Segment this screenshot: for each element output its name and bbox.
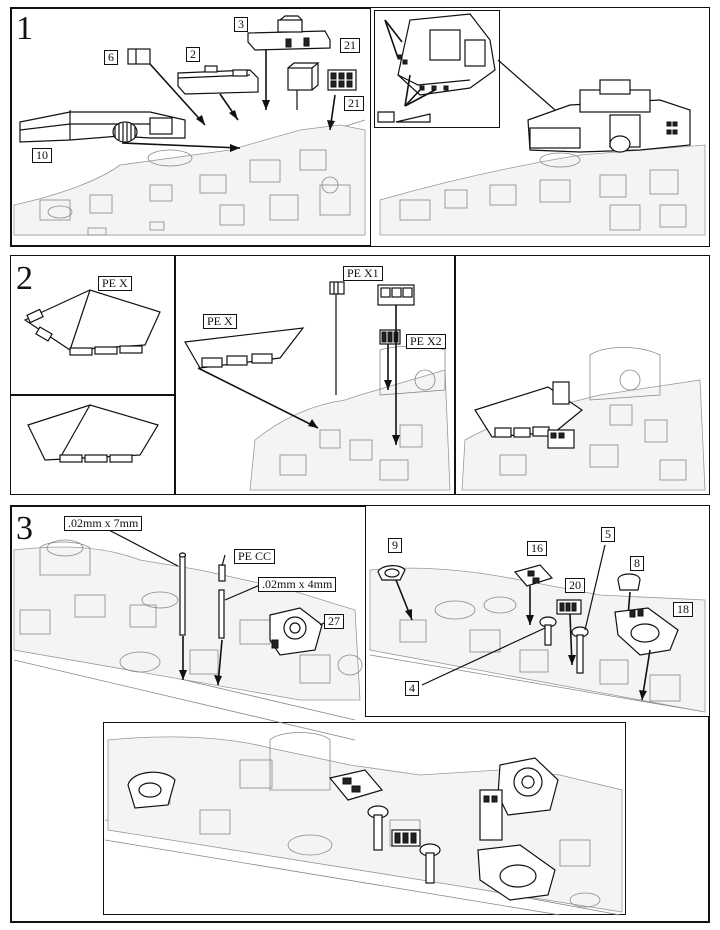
- part-9: [377, 565, 406, 581]
- part-21-grille: [327, 69, 357, 91]
- step-number: 2: [16, 260, 33, 297]
- label-part-8: 8: [630, 556, 644, 571]
- label-part-5: 5: [601, 527, 615, 542]
- label-pe-x1: PE X1: [343, 266, 383, 281]
- label-part-9: 9: [388, 538, 402, 553]
- label-part-27: 27: [324, 614, 344, 629]
- label-part-16: 16: [527, 541, 547, 556]
- label-rod-7mm: .02mm x 7mm: [64, 516, 143, 531]
- step-number: 1: [16, 10, 33, 47]
- label-rod-4mm: .02mm x 4mm: [258, 577, 337, 592]
- label-part-10: 10: [32, 148, 52, 163]
- step-1-assembled: [379, 79, 706, 236]
- part-16: [513, 564, 554, 587]
- label-part-21-grille: 21: [344, 96, 364, 111]
- step-2-result: [461, 347, 706, 491]
- label-pe-cc: PE CC: [234, 549, 276, 564]
- part-18: [614, 607, 679, 656]
- part-27: [269, 607, 323, 656]
- part-4-and-5: [539, 616, 589, 674]
- step-3-ship-left: [13, 539, 363, 741]
- label-pe-x-flat: PE X: [98, 276, 132, 291]
- step-1-inset-detail: [377, 13, 496, 123]
- label-part-21-block: 21: [340, 38, 360, 53]
- step-number: 3: [16, 510, 33, 547]
- step-1-ship-base: [13, 119, 366, 236]
- part-2: [177, 65, 259, 95]
- part-3: [247, 15, 331, 51]
- label-part-2: 2: [186, 47, 200, 62]
- part-21-block: [287, 62, 320, 91]
- rod-4mm: [218, 564, 226, 639]
- label-part-6: 6: [104, 50, 118, 65]
- label-part-3: 3: [234, 17, 248, 32]
- part-6: [127, 48, 151, 65]
- part-20: [556, 599, 582, 615]
- label-part-18: 18: [673, 602, 693, 617]
- step-2-part-x-folded: [27, 404, 159, 463]
- label-pe-x2: PE X2: [406, 334, 446, 349]
- label-part-4: 4: [405, 681, 419, 696]
- part-10: [19, 110, 186, 143]
- rod-7mm: [178, 552, 187, 636]
- step-3-result: [104, 732, 623, 916]
- step-2-part-x-flat: [23, 289, 161, 356]
- label-part-20: 20: [565, 578, 585, 593]
- step-2-center-assembly: [184, 281, 451, 491]
- label-pe-x: PE X: [203, 314, 237, 329]
- part-8: [617, 573, 641, 591]
